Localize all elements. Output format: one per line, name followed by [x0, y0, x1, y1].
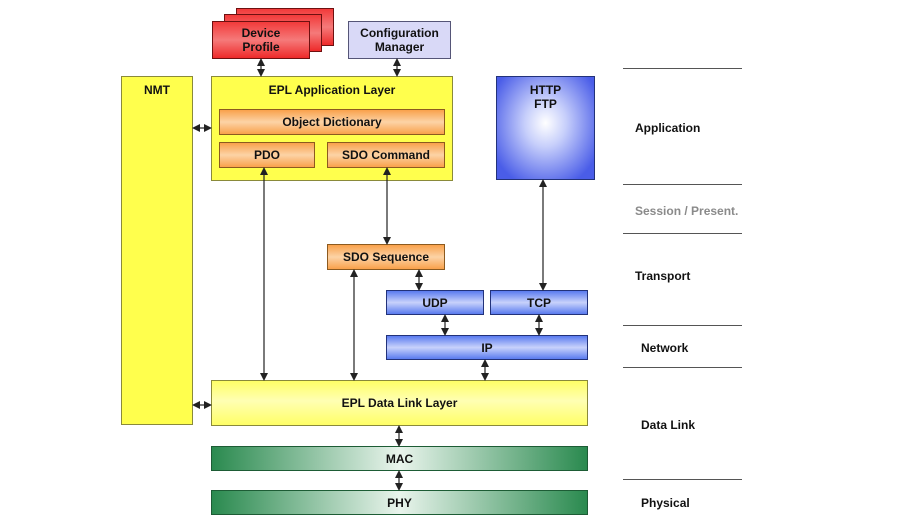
object-dictionary-box: Object Dictionary — [219, 109, 445, 135]
data-link-label: EPL Data Link Layer — [341, 396, 458, 410]
osi-separator — [623, 184, 742, 185]
device-profile-label: Device Profile — [241, 26, 281, 54]
config-manager-label: Configuration Manager — [360, 26, 439, 54]
osi-layer-transport: Transport — [635, 269, 691, 283]
osi-separator — [623, 325, 742, 326]
phy-box: PHY — [211, 490, 588, 515]
udp-box: UDP — [386, 290, 484, 315]
sdo-command-box: SDO Command — [327, 142, 445, 168]
mac-label: MAC — [385, 451, 414, 466]
osi-layer-session: Session / Present. — [635, 204, 739, 218]
http-ftp-label: HTTP FTP — [529, 83, 562, 111]
osi-layer-data-link: Data Link — [641, 418, 696, 432]
pdo-label: PDO — [253, 148, 280, 162]
udp-label: UDP — [422, 295, 448, 310]
osi-layer-network: Network — [641, 341, 689, 355]
osi-separator — [623, 233, 742, 234]
osi-separator — [623, 68, 742, 69]
sdo-sequence-label: SDO Sequence — [342, 250, 430, 264]
object-dictionary-label: Object Dictionary — [282, 115, 382, 129]
osi-layer-physical: Physical — [641, 496, 690, 510]
ip-label: IP — [481, 340, 493, 355]
sdo-command-label: SDO Command — [341, 148, 430, 162]
osi-separator — [623, 479, 742, 480]
osi-layer-application: Application — [635, 121, 701, 135]
osi-separator — [623, 367, 742, 368]
app-layer-label: EPL Application Layer — [268, 83, 396, 97]
nmt-box: NMT — [121, 76, 193, 425]
tcp-label: TCP — [527, 295, 551, 310]
nmt-label: NMT — [144, 83, 170, 97]
http-ftp-box: HTTP FTP — [496, 76, 595, 180]
phy-label: PHY — [387, 495, 412, 510]
